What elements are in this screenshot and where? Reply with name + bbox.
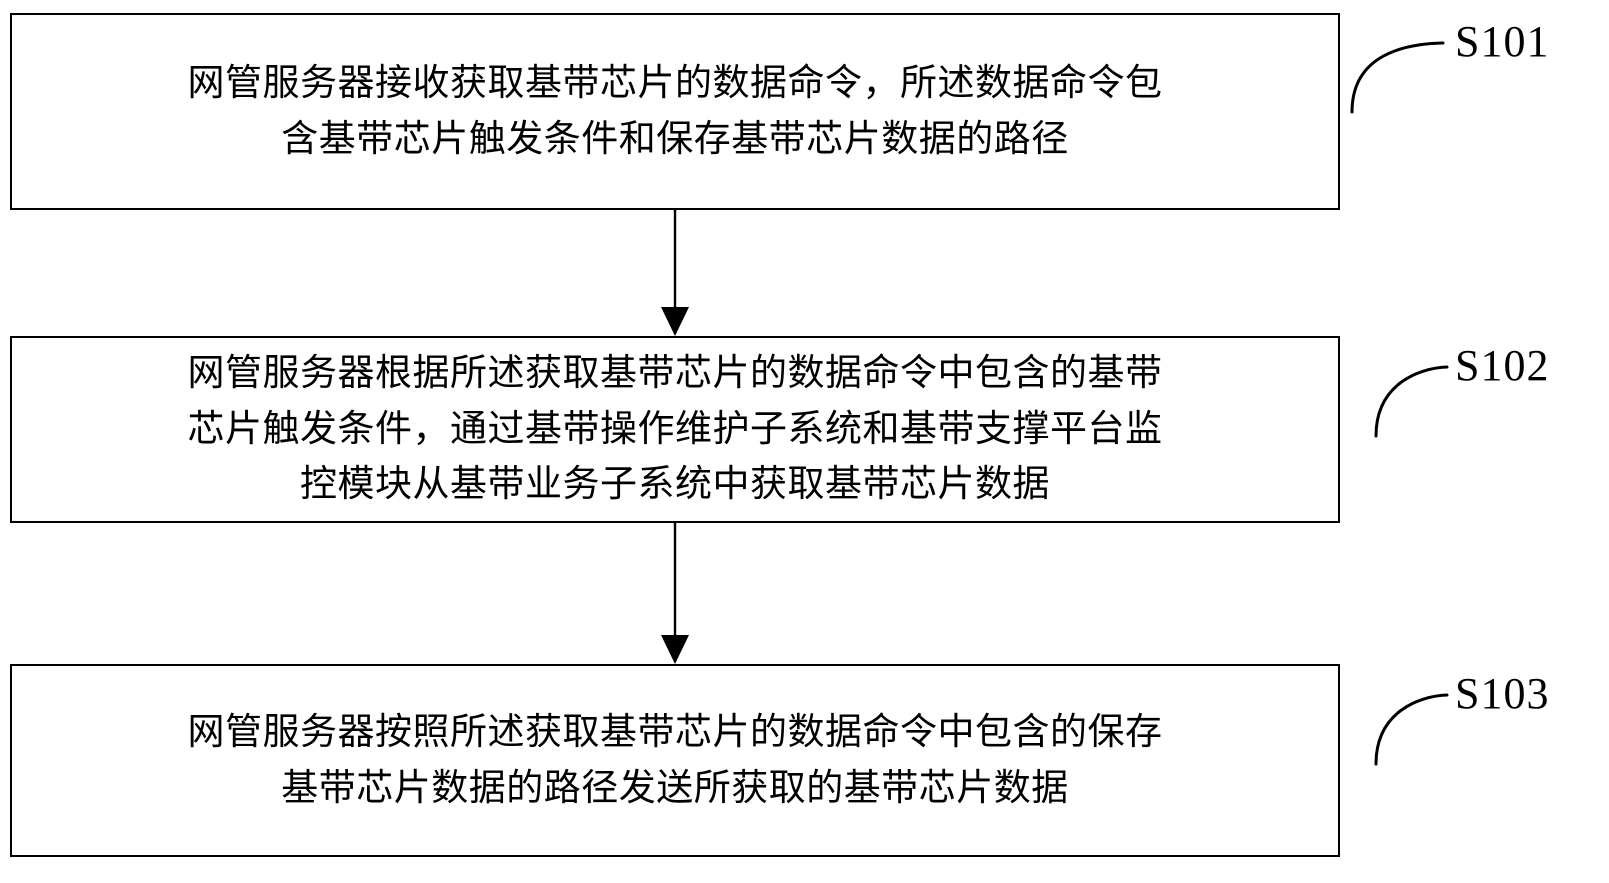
step-label-s101: S101 (1455, 17, 1550, 66)
process-box-s102-text: 网管服务器根据所述获取基带芯片的数据命令中包含的基带 芯片触发条件，通过基带操作… (187, 353, 1163, 506)
leader-s102 (1374, 365, 1449, 438)
process-box-s101: 网管服务器接收获取基带芯片的数据命令，所述数据命令包 含基带芯片触发条件和保存基… (10, 13, 1340, 210)
process-box-s101-text: 网管服务器接收获取基带芯片的数据命令，所述数据命令包 含基带芯片触发条件和保存基… (187, 63, 1163, 160)
process-box-s103-text: 网管服务器按照所述获取基带芯片的数据命令中包含的保存 基带芯片数据的路径发送所获… (187, 712, 1163, 809)
process-box-s102: 网管服务器根据所述获取基带芯片的数据命令中包含的基带 芯片触发条件，通过基带操作… (10, 336, 1340, 523)
process-box-s103: 网管服务器按照所述获取基带芯片的数据命令中包含的保存 基带芯片数据的路径发送所获… (10, 664, 1340, 857)
arrow-s102-to-s103 (661, 523, 689, 664)
step-label-s102: S102 (1455, 341, 1550, 390)
step-label-s103: S103 (1455, 669, 1550, 718)
leader-s101 (1350, 41, 1445, 114)
arrow-s101-to-s102 (661, 210, 689, 336)
leader-s103 (1374, 693, 1449, 766)
